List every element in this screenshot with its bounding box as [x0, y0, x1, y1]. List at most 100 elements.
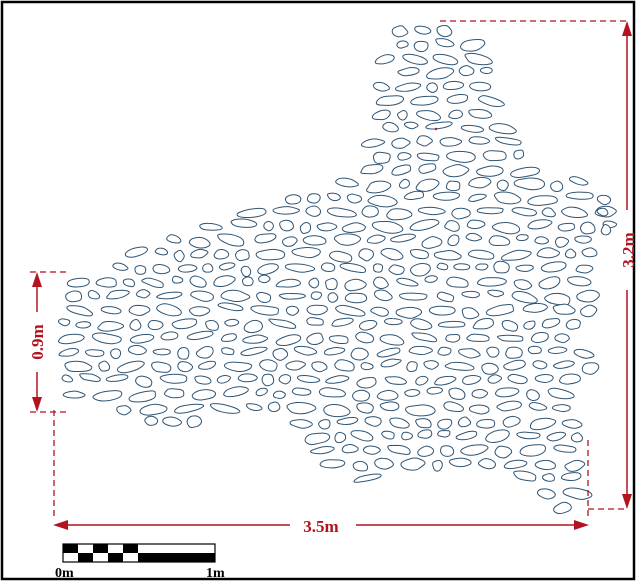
stone [468, 176, 492, 189]
stone [397, 66, 420, 77]
stone [186, 415, 203, 428]
stone [487, 289, 505, 298]
stone [561, 419, 583, 429]
stone [293, 345, 318, 356]
stone [333, 233, 362, 246]
stone [513, 149, 525, 160]
stone [468, 108, 493, 119]
stone [547, 346, 568, 355]
stone [213, 248, 230, 260]
stone [278, 292, 306, 300]
stone [576, 289, 600, 303]
stone [257, 263, 279, 275]
stone [403, 121, 419, 130]
stone [401, 431, 414, 441]
stone [305, 205, 322, 217]
scale-bar: 0m 1m [55, 543, 225, 581]
stone [341, 222, 366, 233]
stone [245, 403, 263, 412]
stone [328, 335, 349, 345]
stone [573, 348, 595, 359]
stone [112, 262, 129, 271]
stone [510, 166, 541, 178]
stone [350, 347, 369, 361]
height-dimension-label: 3.2m [619, 232, 636, 267]
stone [596, 194, 612, 206]
stone [373, 276, 389, 290]
stone [220, 289, 251, 303]
stone [460, 38, 486, 52]
stone [336, 416, 359, 426]
stone [58, 347, 80, 357]
stone [79, 373, 101, 382]
stone [189, 275, 207, 288]
stone [318, 387, 346, 398]
stone [156, 291, 183, 300]
stone [386, 208, 413, 221]
stone [570, 432, 584, 443]
stone [325, 278, 338, 290]
stone [526, 389, 540, 402]
stone [221, 347, 235, 356]
stone [97, 320, 125, 332]
stone [156, 303, 182, 317]
stone [446, 150, 476, 163]
stone [540, 261, 567, 273]
stone [448, 457, 472, 468]
stone [494, 445, 513, 459]
stone [186, 330, 214, 341]
stone [505, 346, 523, 359]
stone [376, 347, 401, 358]
stone [205, 319, 219, 331]
stone [423, 360, 439, 370]
stone [417, 429, 433, 439]
stone [352, 460, 369, 472]
stone [335, 177, 359, 188]
stone [237, 373, 258, 383]
stone [465, 232, 483, 242]
stone [600, 223, 612, 236]
stone [560, 472, 582, 482]
stone [511, 207, 537, 217]
stone [263, 221, 274, 232]
stone [596, 207, 609, 217]
stone [458, 348, 481, 359]
stone [574, 235, 592, 244]
stone [462, 375, 482, 385]
stone [502, 415, 521, 428]
stone [507, 373, 528, 385]
stone [552, 303, 576, 315]
stone [436, 262, 449, 271]
stone [536, 247, 560, 259]
stone [476, 207, 504, 215]
stone [353, 473, 382, 483]
stone [323, 347, 346, 356]
stone [92, 390, 123, 402]
stone [188, 236, 211, 249]
stone [213, 275, 236, 288]
stone [57, 318, 71, 327]
stone [124, 246, 149, 258]
stone [541, 318, 561, 329]
stone [382, 121, 399, 133]
stone [141, 277, 164, 289]
stone [259, 359, 278, 372]
stone [177, 264, 198, 273]
stone [64, 360, 93, 373]
stone [453, 263, 471, 271]
stone [375, 95, 405, 106]
stone [396, 40, 409, 49]
stone [173, 249, 185, 263]
stone [443, 401, 465, 413]
stone [418, 163, 437, 174]
stone [320, 262, 336, 272]
stone [468, 193, 487, 202]
stone [242, 334, 269, 344]
stone [398, 292, 428, 301]
stone [366, 234, 386, 244]
stone [171, 318, 198, 330]
stone [65, 290, 83, 303]
stone [87, 290, 101, 300]
stone [318, 419, 331, 430]
stone [235, 249, 250, 262]
